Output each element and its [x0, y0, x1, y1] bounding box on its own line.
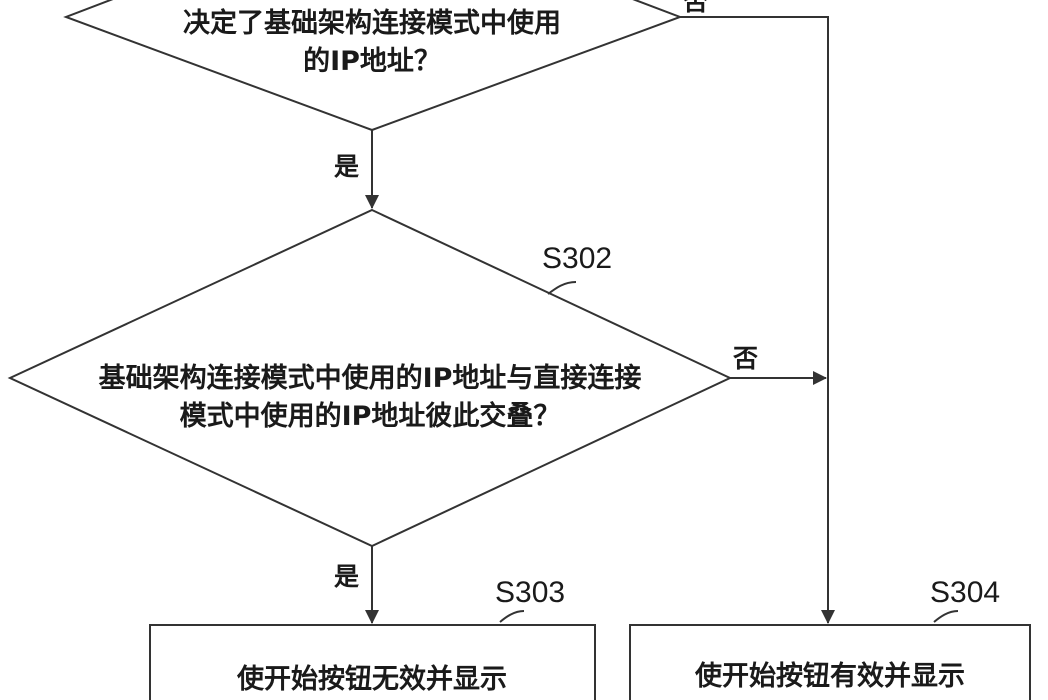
edge-d2-yes-label: 是 — [334, 562, 359, 591]
process-disable-start-button-text: 使开始按钮无效并显示 — [236, 663, 507, 695]
decision-ip-overlap-line-2: 模式中使用的IP地址彼此交叠？ — [180, 400, 561, 432]
decision-ip-determined-line-1: 决定了基础架构连接模式中使用 — [183, 7, 561, 39]
process-disable-start-button — [149, 624, 596, 700]
step-label-s303: S303 — [495, 576, 565, 609]
edge-d1-no-label: 否 — [682, 0, 708, 16]
decision-ip-overlap-line-1: 基础架构连接模式中使用的IP地址与直接连接 — [99, 362, 642, 394]
leader-s303 — [499, 610, 525, 623]
step-label-s302: S302 — [542, 242, 612, 275]
process-enable-start-button-text: 使开始按钮有效并显示 — [694, 660, 965, 692]
edge-d2-no-label: 否 — [732, 344, 758, 373]
leader-s304 — [933, 610, 959, 623]
edge-d1-yes-label: 是 — [334, 152, 359, 181]
process-enable-start-button — [629, 624, 1031, 700]
step-label-s304: S304 — [930, 576, 1000, 609]
decision-ip-determined-line-2: 的IP地址？ — [303, 45, 441, 77]
edge-d1-no — [680, 16, 835, 624]
leader-s302 — [547, 281, 577, 295]
